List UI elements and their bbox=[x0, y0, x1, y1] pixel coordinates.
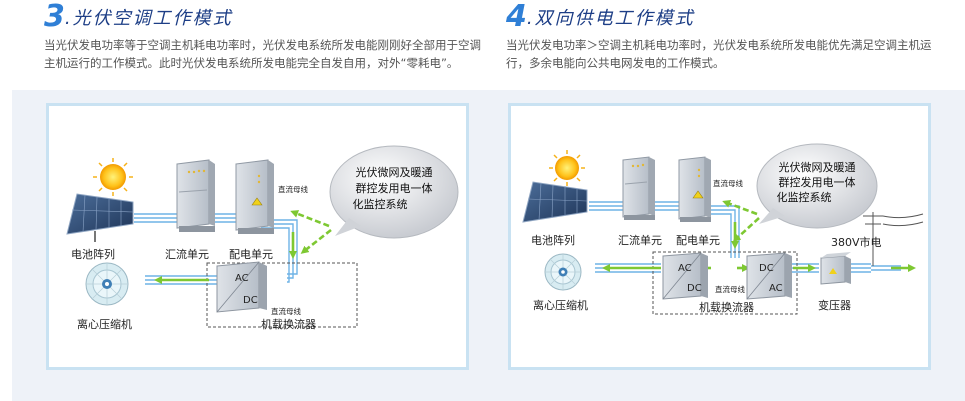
transformer-label: 变压器 bbox=[818, 298, 851, 312]
transformer-icon bbox=[820, 252, 851, 285]
control-signal-arrows bbox=[290, 210, 332, 254]
section-description: 当光伏发电功率等于空调主机耗电功率时，光伏发电系统所发电能刚刚好全部用于空调主机… bbox=[44, 38, 481, 70]
distribution-cabinet-icon bbox=[235, 159, 274, 234]
monitor-label-line1: 光伏微网及暖通 bbox=[356, 165, 433, 179]
control-signal-arrows bbox=[722, 200, 760, 243]
converter-icon bbox=[662, 252, 708, 300]
converter-dc-label: DC bbox=[243, 295, 258, 306]
solar-panel-icon bbox=[66, 193, 134, 242]
pv-array-label: 电池阵列 bbox=[531, 233, 575, 247]
dc-bus-label-bottom: 直流母线 bbox=[715, 284, 745, 294]
distribution-label: 配电单元 bbox=[229, 248, 273, 261]
monitor-label-line1: 光伏微网及暖通 bbox=[779, 160, 856, 174]
section-number: 3 bbox=[44, 0, 65, 34]
converter-ac-label: AC bbox=[235, 273, 249, 284]
converter-area-outline bbox=[652, 251, 798, 315]
dc-bus-label: 直流母线 bbox=[278, 184, 308, 194]
converter-dc-label: DC bbox=[687, 283, 702, 294]
distribution-cabinet-icon bbox=[678, 156, 711, 222]
inverter-icon bbox=[746, 252, 792, 300]
converter-label: 机载换流器 bbox=[699, 300, 754, 314]
power-tower-icon bbox=[863, 212, 924, 266]
compressor-icon bbox=[544, 253, 582, 291]
compressor-label: 离心压缩机 bbox=[77, 317, 132, 331]
dc-bus-label: 直流母线 bbox=[713, 178, 743, 188]
section-title: .光伏空调工作模式 bbox=[64, 8, 233, 29]
section-title: .双向供电工作模式 bbox=[526, 8, 695, 29]
section-heading: 3.光伏空调工作模式 bbox=[44, 2, 233, 32]
section-description: 当光伏发电功率＞空调主机耗电功率时，光伏发电系统所发电能优先满足空调主机运行，多… bbox=[506, 38, 932, 70]
converter-area-outline bbox=[206, 262, 358, 328]
section-number: 4 bbox=[506, 0, 527, 34]
monitor-label-line2: 群控发用电一体 bbox=[356, 181, 433, 195]
compressor-icon bbox=[85, 262, 129, 306]
dc-bus-label-bottom: 直流母线 bbox=[271, 306, 301, 316]
pv-array-label: 电池阵列 bbox=[71, 247, 115, 261]
inverter-ac-label: AC bbox=[769, 283, 783, 294]
monitor-label-line2: 群控发用电一体 bbox=[779, 175, 856, 189]
monitoring-system-bubble: 光伏微网及暖通 群控发用电一体 化监控系统 bbox=[329, 145, 459, 239]
combiner-label: 汇流单元 bbox=[618, 233, 662, 247]
diagram-panel-pv-aircon: 电池阵列 汇流单元 配电单元 直流母线 光伏微网及暖通 群控发用电一体 化监控系… bbox=[46, 103, 469, 370]
distribution-label: 配电单元 bbox=[676, 234, 720, 247]
section-heading: 4.双向供电工作模式 bbox=[506, 2, 695, 32]
combiner-cabinet-icon bbox=[622, 156, 655, 220]
inverter-dc-label: DC bbox=[759, 263, 774, 274]
converter-icon bbox=[216, 261, 267, 313]
monitor-label-line3: 化监控系统 bbox=[777, 190, 832, 204]
grid-label: 380V市电 bbox=[831, 235, 882, 249]
sun-icon bbox=[93, 158, 133, 196]
solar-panel-icon bbox=[522, 181, 588, 223]
converter-ac-label: AC bbox=[678, 263, 692, 274]
combiner-cabinet-icon bbox=[176, 159, 215, 232]
combiner-label: 汇流单元 bbox=[165, 247, 209, 261]
monitoring-system-bubble: 光伏微网及暖通 群控发用电一体 化监控系统 bbox=[756, 143, 878, 229]
monitor-label-line3: 化监控系统 bbox=[353, 197, 408, 211]
power-flow-arrows bbox=[154, 232, 297, 284]
diagram-panel-bidirectional: 电池阵列 汇流单元 配电单元 直流母线 光伏微网及暖通 群控发用电一体 化监控系… bbox=[508, 103, 931, 370]
compressor-label: 离心压缩机 bbox=[533, 298, 588, 312]
sun-icon bbox=[549, 150, 585, 186]
converter-label: 机载换流器 bbox=[261, 317, 316, 331]
